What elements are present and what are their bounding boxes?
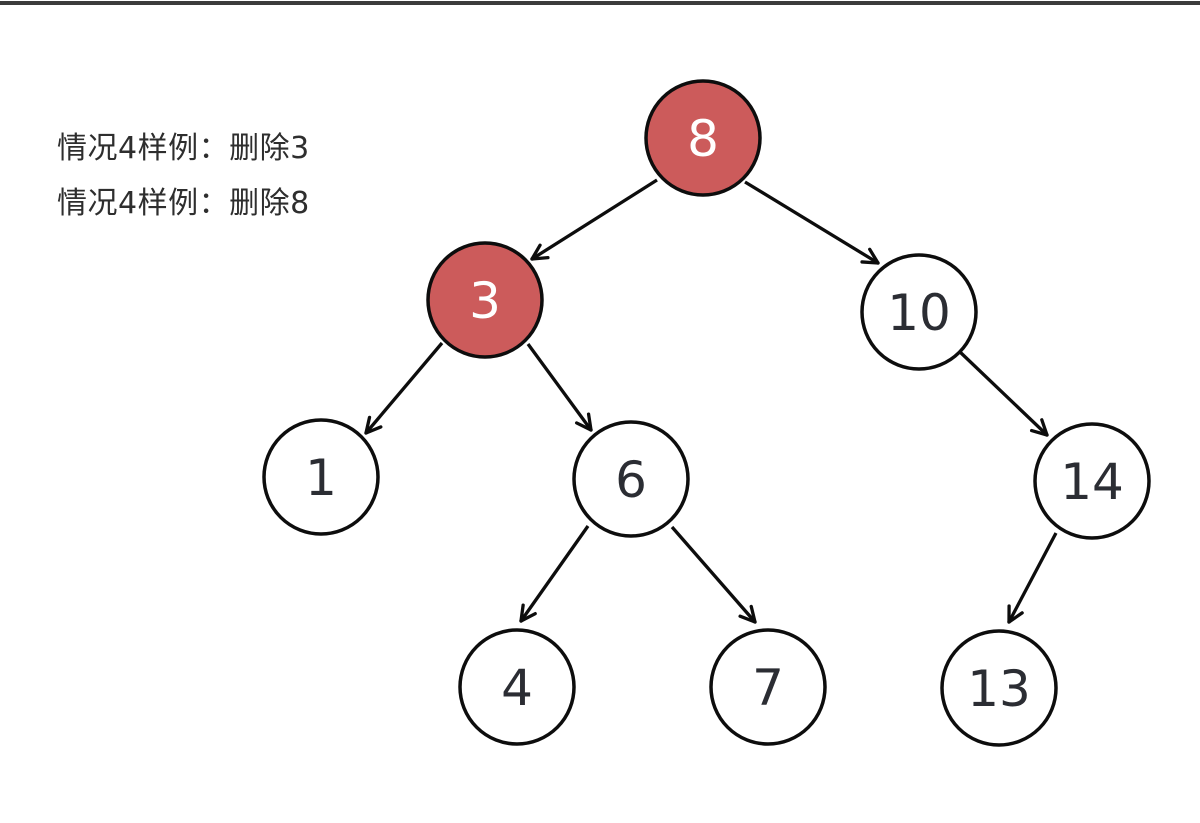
tree-node-14: 14 bbox=[1033, 422, 1151, 540]
tree-node-10-circle bbox=[860, 253, 978, 371]
caption-line-1: 情况4样例：删除3 bbox=[57, 131, 310, 166]
arrowhead-wing bbox=[364, 415, 372, 435]
tree-edge-3-6 bbox=[526, 343, 593, 432]
arrowhead-wing bbox=[530, 243, 542, 261]
edge-line bbox=[1007, 532, 1058, 623]
arrowhead-wing bbox=[519, 612, 537, 623]
tree-node-7: 7 bbox=[709, 628, 827, 746]
arrowhead-wing bbox=[586, 412, 593, 432]
edge-line bbox=[519, 525, 590, 622]
arrowhead-wing bbox=[868, 247, 880, 265]
tree-edge-10-14 bbox=[958, 350, 1049, 437]
tree-edge-14-13 bbox=[1007, 532, 1058, 624]
tree-node-7-circle bbox=[709, 628, 827, 746]
tree-edge-6-7 bbox=[670, 525, 757, 624]
edge-line bbox=[744, 180, 879, 265]
tree-node-6-circle bbox=[572, 420, 690, 538]
edge-line bbox=[670, 525, 757, 624]
arrowhead-wing bbox=[530, 256, 550, 261]
tree-edge-8-10 bbox=[744, 180, 880, 265]
tree-node-10: 10 bbox=[860, 253, 978, 371]
tree-node-4: 4 bbox=[458, 628, 576, 746]
tree-node-8-label: 8 bbox=[687, 110, 719, 168]
tree-node-7-label: 7 bbox=[752, 659, 784, 717]
tree-edge-3-1 bbox=[364, 341, 444, 435]
edge-line bbox=[526, 343, 593, 431]
tree-edge-6-4 bbox=[519, 525, 590, 623]
tree-node-1-label: 1 bbox=[305, 449, 337, 507]
tree-node-3-label: 3 bbox=[469, 272, 501, 330]
caption-line-2: 情况4样例：删除8 bbox=[57, 186, 310, 221]
tree-edge-8-3 bbox=[530, 178, 658, 261]
arrowhead-wing bbox=[575, 421, 593, 432]
arrowhead-wing bbox=[738, 614, 757, 624]
edge-line bbox=[364, 341, 444, 435]
tree-node-3: 3 bbox=[426, 241, 544, 359]
tree-node-6-label: 6 bbox=[615, 451, 647, 509]
caption: 情况4样例：删除3 情况4样例：删除8 bbox=[57, 121, 310, 231]
tree-node-3-circle bbox=[426, 241, 544, 359]
edge-line bbox=[958, 350, 1049, 437]
edge-line bbox=[531, 178, 658, 261]
arrowhead-wing bbox=[1029, 428, 1049, 437]
window-top-bar bbox=[0, 1, 1200, 5]
tree-node-14-circle bbox=[1033, 422, 1151, 540]
tree-node-8: 8 bbox=[644, 79, 762, 197]
tree-node-8-circle bbox=[644, 79, 762, 197]
tree-node-13-circle bbox=[940, 629, 1058, 747]
tree-node-13-label: 13 bbox=[967, 660, 1031, 718]
arrowhead-wing bbox=[1007, 611, 1024, 624]
tree-node-10-label: 10 bbox=[887, 284, 951, 342]
tree-node-1-circle bbox=[262, 418, 380, 536]
tree-node-4-label: 4 bbox=[501, 659, 533, 717]
tree-node-4-circle bbox=[458, 628, 576, 746]
arrowhead-wing bbox=[860, 260, 880, 265]
tree-node-6: 6 bbox=[572, 420, 690, 538]
arrowhead-wing bbox=[519, 603, 525, 623]
arrowhead-wing bbox=[1040, 418, 1049, 437]
tree-node-1: 1 bbox=[262, 418, 380, 536]
tree-node-13: 13 bbox=[940, 629, 1058, 747]
arrowhead-wing bbox=[749, 604, 757, 624]
tree-node-14-label: 14 bbox=[1060, 453, 1124, 511]
arrowhead-wing bbox=[364, 425, 383, 435]
